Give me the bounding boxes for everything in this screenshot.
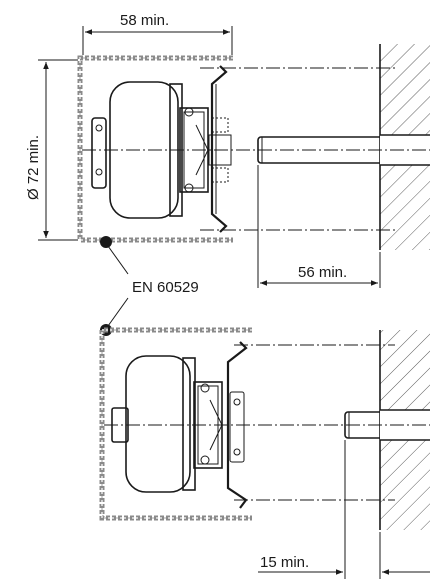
bottom-assembly: 15 min. [99, 327, 430, 579]
dim-15-label: 15 min. [260, 554, 309, 571]
bottom-encoder-body [125, 355, 191, 493]
dim-56-label: 56 min. [298, 264, 347, 281]
standard-callout: EN 60529 [100, 236, 199, 336]
top-enclosure [77, 55, 233, 243]
dim-72-label: Ø 72 min. [25, 135, 42, 200]
top-assembly: 58 min. Ø 72 min. [25, 12, 430, 288]
callout-dot-top [100, 236, 112, 248]
dim-58-label: 58 min. [120, 12, 169, 29]
top-bracket [210, 65, 228, 233]
standard-label: EN 60529 [132, 279, 199, 296]
